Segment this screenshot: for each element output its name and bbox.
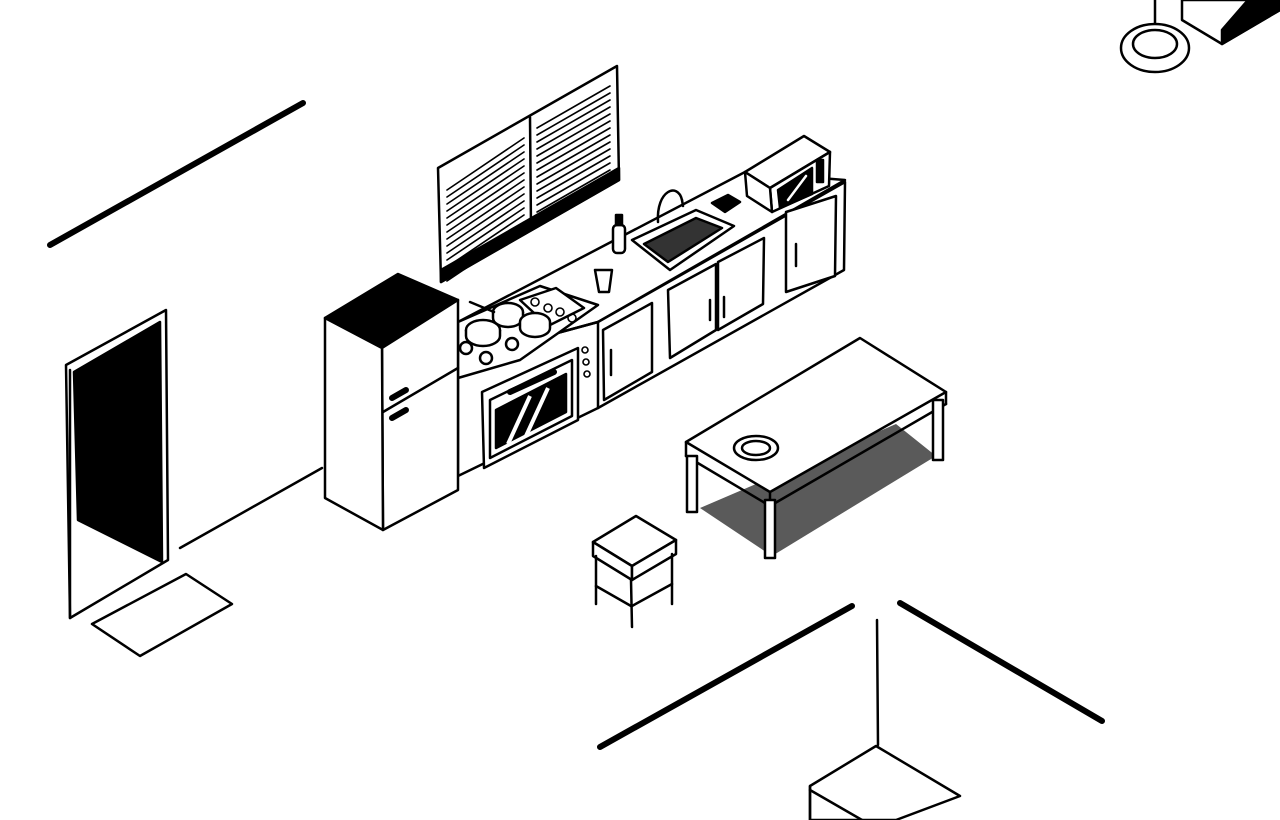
stool[interactable] xyxy=(591,514,678,629)
storage-box xyxy=(808,744,962,820)
floor-lamp[interactable] xyxy=(1119,0,1191,74)
sink[interactable] xyxy=(630,189,736,272)
oven[interactable] xyxy=(480,346,591,470)
cabinet-doors[interactable] xyxy=(601,194,838,402)
wall-lines xyxy=(47,100,1105,750)
corner-cabinet xyxy=(1180,0,1280,46)
doormat[interactable] xyxy=(90,572,234,658)
microwave[interactable] xyxy=(743,134,832,214)
stove-with-pots[interactable] xyxy=(456,284,600,380)
sponge[interactable] xyxy=(710,193,742,214)
cup[interactable] xyxy=(593,268,614,294)
dining-table[interactable] xyxy=(684,336,948,560)
doorway[interactable] xyxy=(64,308,170,620)
window-blinds[interactable] xyxy=(436,64,621,284)
refrigerator[interactable] xyxy=(323,272,460,532)
dish-soap-bottle[interactable] xyxy=(611,213,627,255)
